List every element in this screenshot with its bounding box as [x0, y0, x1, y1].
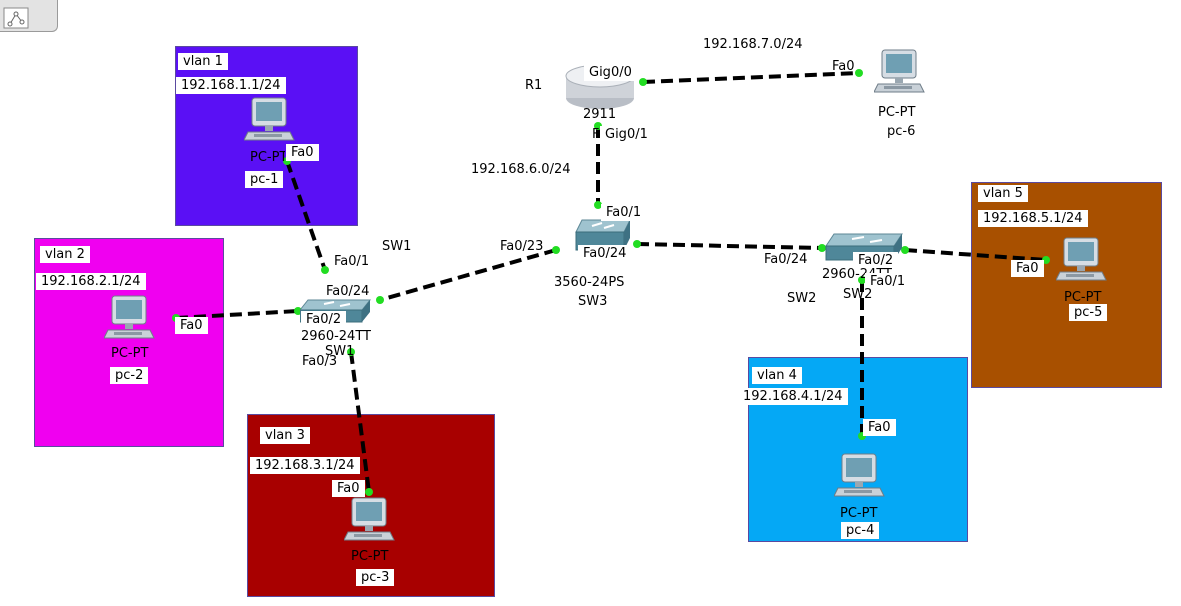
router-port-gig0-0: Gig0/0	[584, 64, 637, 81]
sw3-port-fa0-24: Fa0/24	[578, 245, 632, 262]
router-name: R1	[525, 78, 543, 93]
diagram-tool-icon	[3, 7, 29, 29]
sw1-port-fa0-24: Fa0/24	[326, 284, 370, 299]
sw1-port-fa0-2: Fa0/2	[301, 311, 347, 328]
link-sw1-pc2	[175, 309, 299, 320]
vlan-3-network: 192.168.3.1/24	[250, 457, 360, 474]
router-port-gig0-1: Gig0/1	[600, 126, 653, 143]
sw3-port-fa0-23: Fa0/23	[500, 239, 544, 254]
pc-3-type: PC-PT	[351, 549, 389, 564]
sw1-name: SW1	[382, 239, 412, 254]
sw1-port-fa0-3: Fa0/3	[302, 354, 338, 369]
vlan-4-label: vlan 4	[752, 367, 802, 384]
link-r1-pc6-port-dot-0	[639, 78, 647, 86]
pc-1-icon[interactable]	[244, 96, 296, 148]
vlan-3-label: vlan 3	[260, 427, 310, 444]
pc-1-type: PC-PT	[250, 150, 285, 165]
link-sw2-pc5	[904, 248, 1047, 262]
link-sw3-sw2-port-dot-1	[818, 244, 826, 252]
vlan-2-network: 192.168.2.1/24	[36, 273, 146, 290]
pc-1-port: Fa0	[286, 144, 319, 161]
vlan-2-label: vlan 2	[40, 246, 90, 263]
sw2-name: SW2	[787, 291, 817, 306]
vlan-4-network: 192.168.4.1/24	[738, 388, 848, 405]
vlan-1-network: 192.168.1.1/24	[176, 77, 286, 94]
pc-1-name: pc-1	[245, 171, 284, 188]
link-sw1-pc3-port-dot-1	[365, 488, 373, 496]
router-model: 2911	[583, 107, 617, 122]
sw1-name-overlap: SW1	[325, 344, 355, 359]
sw3-model: 3560-24PS	[554, 275, 625, 290]
pc-5-type: PC-PT	[1064, 290, 1102, 305]
pc-6-icon[interactable]	[874, 48, 926, 100]
pc-3-name: pc-3	[356, 569, 395, 586]
vlan-3-area	[247, 414, 495, 597]
pc-4-port: Fa0	[863, 419, 896, 436]
pc-5-port: Fa0	[1011, 260, 1044, 277]
pc-5-icon[interactable]	[1056, 236, 1108, 288]
pc-2-name: pc-2	[110, 367, 149, 384]
sw1-model: 2960-24TT	[301, 329, 371, 344]
link-sw1-pc1	[285, 160, 327, 271]
pc-3-port: Fa0	[332, 480, 365, 497]
pc-5-name: pc-5	[1069, 304, 1108, 321]
pc-2-port: Fa0	[175, 317, 208, 334]
sw2-port-fa0-24: Fa0/24	[764, 252, 808, 267]
sw3-port-fa0-1: Fa0/1	[601, 204, 647, 221]
vlan-5-label: vlan 5	[978, 185, 1028, 202]
sw2-name-overlap: SW2	[843, 287, 873, 302]
pc-2-type: PC-PT	[111, 346, 149, 361]
link-r1-pc6	[642, 71, 860, 84]
diagram-tool-button[interactable]	[0, 0, 58, 32]
link-sw3-sw1-port-dot-0	[552, 246, 560, 254]
sw2-port-fa0-1: Fa0/1	[865, 273, 911, 290]
pc-2-icon[interactable]	[104, 294, 156, 346]
vlan-1-label: vlan 1	[178, 53, 228, 70]
sw1-port-fa0-1: Fa0/1	[334, 254, 370, 269]
link-r1-pc6-port-dot-1	[855, 69, 863, 77]
link-r1-sw3-port-dot-1	[594, 201, 602, 209]
link-sw3-sw2-port-dot-0	[633, 240, 641, 248]
pc-3-icon[interactable]	[344, 496, 396, 548]
pc-6-type: PC-PT	[878, 105, 916, 120]
pc-6-name: pc-6	[887, 124, 916, 139]
pc-6-port: Fa0	[832, 59, 855, 74]
router-stray-char: F	[592, 127, 600, 142]
link-sw1-pc3-port-dot-0	[347, 348, 355, 356]
sw3-name: SW3	[578, 294, 608, 309]
network-r1-pc6: 192.168.7.0/24	[703, 37, 803, 52]
vlan-2-area	[34, 238, 224, 447]
link-sw3-sw1-port-dot-1	[376, 296, 384, 304]
pc-4-name: pc-4	[841, 522, 880, 539]
network-r1-sw3: 192.168.6.0/24	[471, 162, 571, 177]
link-sw3-sw2	[636, 242, 823, 250]
pc-4-type: PC-PT	[840, 506, 878, 521]
sw2-port-fa0-2: Fa0/2	[853, 252, 899, 269]
vlan-5-network: 192.168.5.1/24	[978, 210, 1088, 227]
link-sw3-sw1	[379, 248, 557, 302]
link-sw2-pc5-port-dot-1	[1042, 256, 1050, 264]
link-sw2-pc4-port-dot-0	[858, 276, 866, 284]
link-sw1-pc1-port-dot-1	[321, 266, 329, 274]
vlan-4-area	[748, 357, 968, 542]
link-sw2-pc5-port-dot-0	[901, 246, 909, 254]
link-sw1-pc3	[349, 351, 371, 493]
pc-4-icon[interactable]	[834, 452, 886, 504]
